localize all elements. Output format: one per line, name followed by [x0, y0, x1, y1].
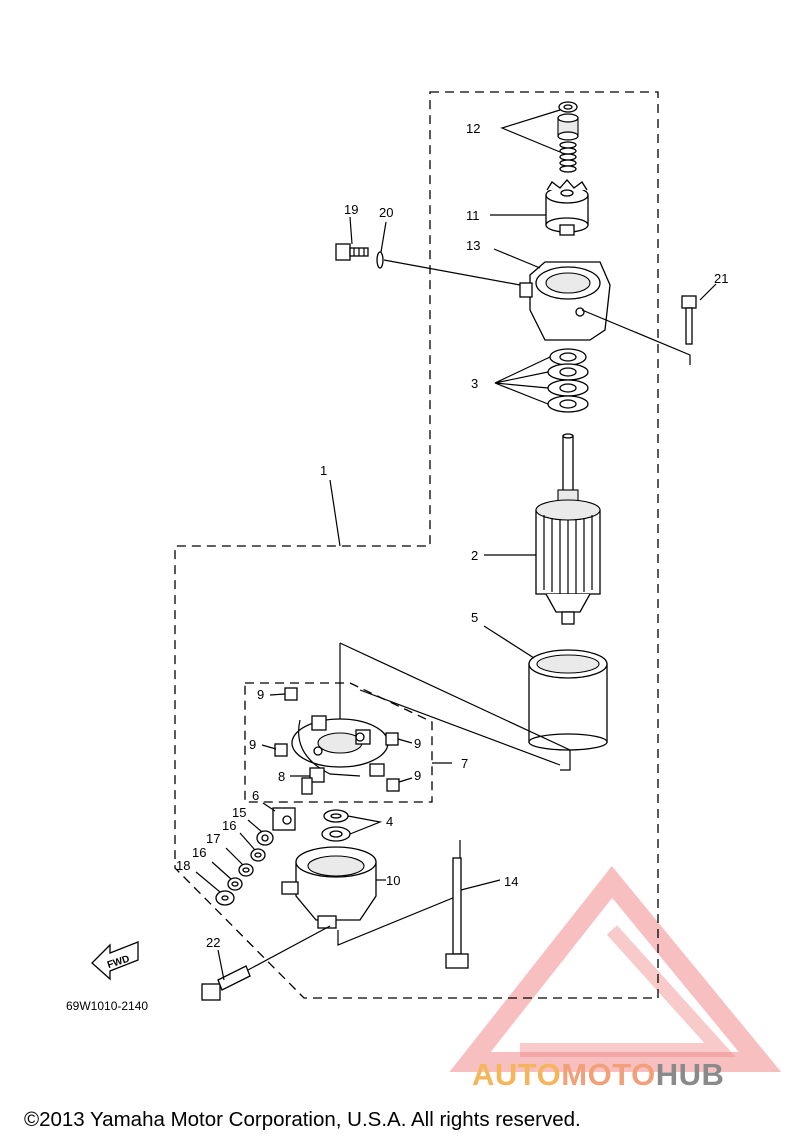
part-9-spring-a [284, 687, 298, 701]
part-9-spring-d [386, 778, 400, 792]
part-label-9b: 9 [249, 737, 256, 752]
part-label-4: 4 [386, 814, 393, 829]
part-label-3: 3 [471, 376, 478, 391]
part-label-16a: 16 [222, 818, 236, 833]
part-11-pinion-gear [545, 179, 589, 236]
part-13-front-bracket [519, 261, 611, 341]
diagram-code: 69W1010-2140 [66, 999, 148, 1013]
part-6-terminal-nut [272, 807, 296, 831]
part-20-washer [376, 251, 384, 269]
part-label-20: 20 [379, 205, 393, 220]
part-label-6: 6 [252, 788, 259, 803]
brush-holder-group-boundary-7 [244, 682, 433, 803]
part-8-terminal [301, 767, 325, 795]
part-12-clip-collar-spring [557, 101, 579, 173]
part-label-21: 21 [714, 271, 728, 286]
part-15-washer [256, 830, 274, 846]
part-9-spring-c [385, 732, 399, 746]
part-18-nut [215, 890, 235, 906]
part-label-8: 8 [278, 769, 285, 784]
part-10-rear-bracket [281, 846, 377, 929]
part-9-spring-b [274, 743, 288, 757]
part-label-11: 11 [466, 208, 480, 223]
part-4-washers [321, 809, 351, 842]
part-14-through-bolt [445, 857, 469, 969]
part-label-19: 19 [344, 202, 358, 217]
part-2-armature [535, 433, 601, 625]
part-5-yoke [528, 649, 608, 751]
part-label-17: 17 [206, 831, 220, 846]
part-label-9a: 9 [257, 687, 264, 702]
part-label-13: 13 [466, 238, 480, 253]
part-19-bolt [335, 243, 369, 261]
copyright-notice: ©2013 Yamaha Motor Corporation, U.S.A. A… [24, 1108, 581, 1131]
assembly-boundary-1 [174, 91, 659, 999]
part-3-washer-set [547, 348, 589, 413]
part-label-9d: 9 [414, 768, 421, 783]
logo-text: AUTOMOTOHUB [472, 1057, 724, 1092]
part-label-14: 14 [504, 874, 518, 889]
part-21-bolt [681, 295, 697, 345]
part-label-5: 5 [471, 610, 478, 625]
part-label-15: 15 [232, 805, 246, 820]
part-label-10: 10 [386, 873, 400, 888]
part-label-9c: 9 [414, 736, 421, 751]
part-label-2: 2 [471, 548, 478, 563]
part-16a-washer [250, 848, 266, 862]
part-7-brush-holder [291, 715, 389, 777]
automotohub-logo-watermark: AUTOMOTOHUB [449, 866, 782, 1092]
part-label-22: 22 [206, 935, 220, 950]
part-16b-washer [227, 877, 243, 891]
part-label-16b: 16 [192, 845, 206, 860]
part-label-7: 7 [461, 756, 468, 771]
part-17-washer [238, 863, 254, 877]
part-label-1: 1 [320, 463, 327, 478]
part-22-bolt [201, 965, 251, 1001]
fwd-arrow-icon: FWD [91, 941, 139, 981]
part-label-18: 18 [176, 858, 190, 873]
part-label-12: 12 [466, 121, 480, 136]
